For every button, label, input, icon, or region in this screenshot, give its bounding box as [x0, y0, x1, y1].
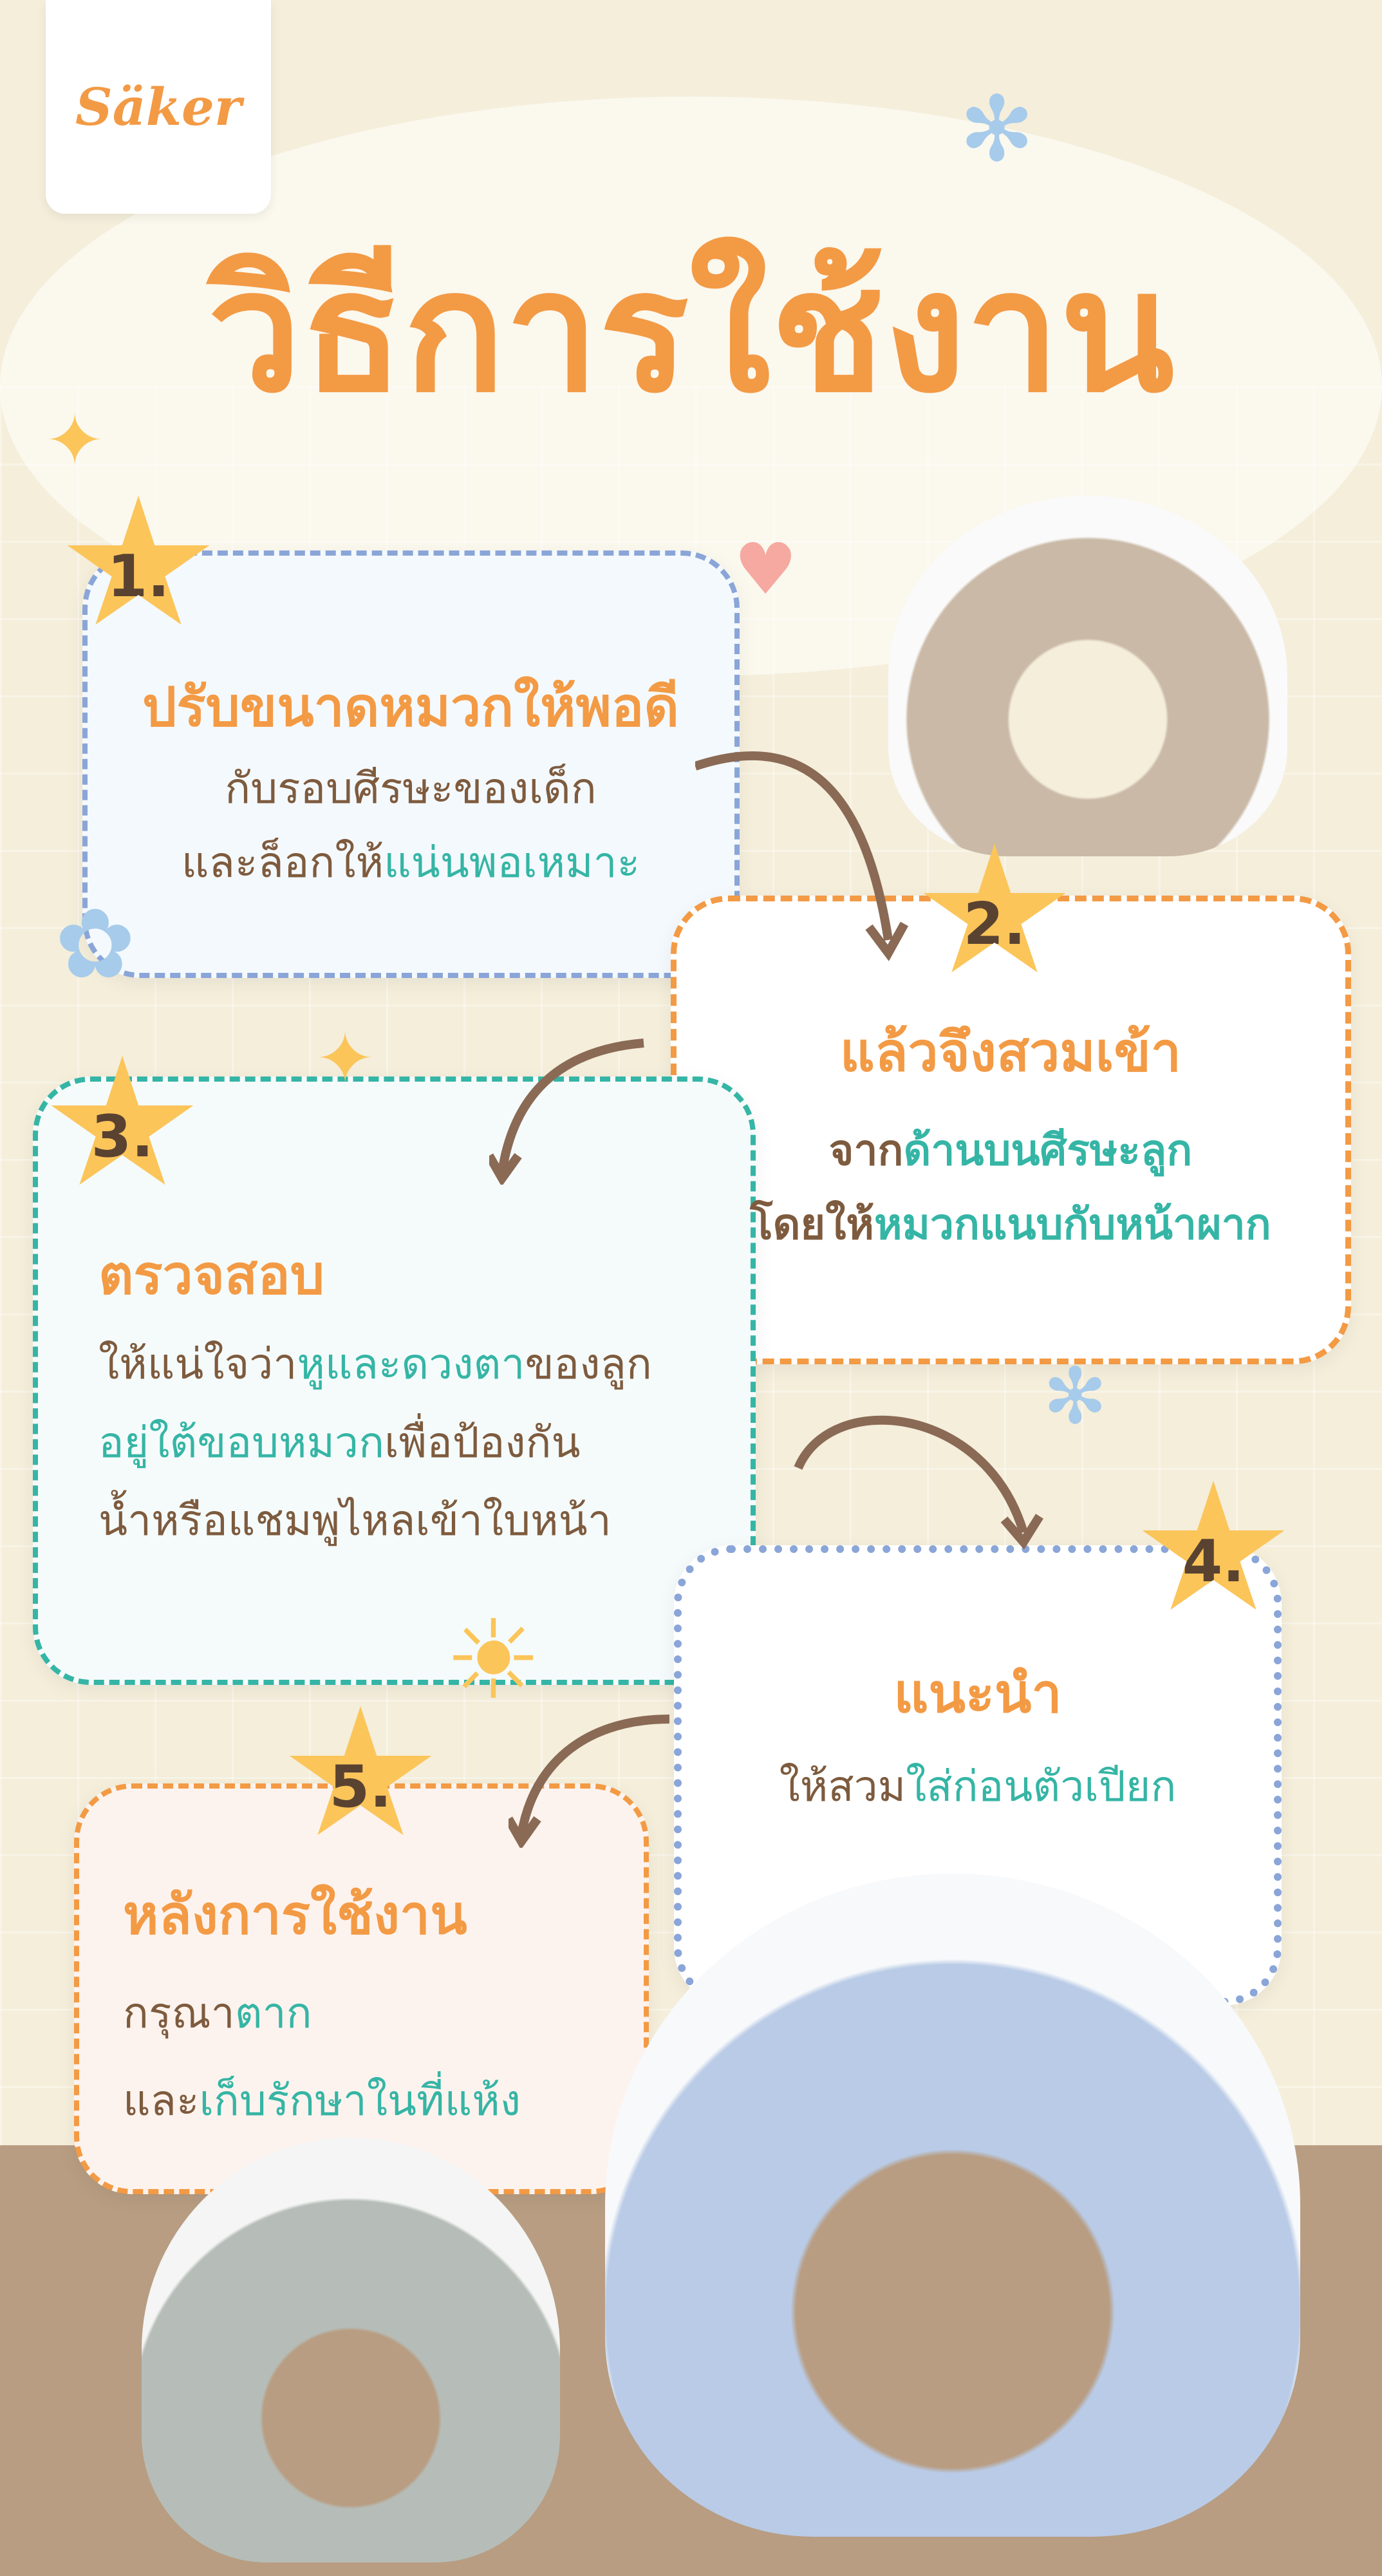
text-highlight: เก็บรักษาในที่แห้ง	[199, 2076, 521, 2125]
step-3-heading: ตรวจสอบ	[98, 1243, 325, 1306]
step-1-line: และล็อกให้แน่นพอเหมาะ	[182, 837, 640, 888]
text-segment: กรุณา	[123, 1988, 235, 2038]
text-highlight: หูและดวงตา	[297, 1339, 525, 1389]
text-highlight: ตาก	[234, 1988, 312, 2038]
sun-icon: ☀	[444, 1597, 543, 1724]
step-1-heading: ปรับขนาดหมวกให้พอดี	[142, 675, 679, 738]
text-highlight: อยู่ใต้ขอบหมวก	[98, 1418, 385, 1467]
step-5-line: กรุณาตาก	[123, 1988, 312, 2038]
text-segment: และล็อกให้	[181, 838, 384, 887]
flower-icon: ✿	[55, 888, 136, 1001]
brand-logo: Säker	[46, 0, 271, 214]
step-2-heading: แล้วจึงสวมเข้า	[839, 1020, 1182, 1084]
product-cap-beige	[888, 496, 1287, 856]
text-highlight: ใส่ก่อนตัวเปียก	[906, 1762, 1177, 1811]
step-1-line: กับรอบศีรษะของเด็ก	[225, 763, 597, 814]
arrow-4-to-5	[509, 1715, 670, 1848]
step-5-heading: หลังการใช้งาน	[123, 1883, 467, 1946]
step-1-card	[82, 550, 740, 978]
text-segment: เพื่อป้องกัน	[384, 1418, 581, 1467]
step-4-line: ให้สวมใส่ก่อนตัวเปียก	[780, 1761, 1177, 1812]
text-segment: ให้สวม	[779, 1762, 906, 1811]
page-title: วิธีการใช้งาน	[207, 235, 1175, 429]
step-5-line: และเก็บรักษาในที่แห้ง	[123, 2075, 521, 2126]
text-segment: โดยให้	[750, 1199, 874, 1249]
step-3-line: ให้แน่ใจว่าหูและดวงตาของลูก	[98, 1339, 652, 1389]
product-cap-blue	[605, 1874, 1300, 2537]
arrow-3-to-4	[794, 1415, 1043, 1550]
text-highlight: หมวกแนบกับหน้าผาก	[873, 1199, 1271, 1249]
sparkle-icon: ✦	[315, 1017, 375, 1100]
arrow-2-to-3	[489, 1039, 644, 1185]
text-segment: จาก	[828, 1125, 904, 1175]
flower-icon: ✻	[1043, 1352, 1108, 1442]
product-cap-gray	[142, 2138, 560, 2562]
step-2-line: โดยให้หมวกแนบกับหน้าผาก	[750, 1199, 1271, 1250]
text-segment: ของลูก	[525, 1339, 652, 1389]
step-4-heading: แนะนำ	[893, 1662, 1062, 1725]
step-3-card	[33, 1076, 756, 1685]
text-segment: และ	[123, 2076, 200, 2125]
step-2-line: จากด้านบนศีรษะลูก	[829, 1125, 1192, 1176]
flower-icon: ✻	[959, 77, 1035, 182]
step-3-line: อยู่ใต้ขอบหมวกเพื่อป้องกัน	[98, 1417, 581, 1468]
step-3-line: น้ำหรือแชมพูไหลเข้าใบหน้า	[98, 1495, 612, 1546]
heart-icon: ♥	[734, 528, 798, 610]
arrow-1-to-2	[695, 751, 909, 961]
text-segment: กับรอบศีรษะของเด็ก	[225, 764, 597, 813]
text-highlight: ด้านบนศีรษะลูก	[903, 1125, 1193, 1175]
text-segment: น้ำหรือแชมพูไหลเข้าใบหน้า	[98, 1496, 612, 1545]
text-highlight: แน่นพอเหมาะ	[384, 838, 640, 887]
text-segment: ให้แน่ใจว่า	[98, 1339, 297, 1389]
sparkle-icon: ✦	[45, 399, 105, 482]
